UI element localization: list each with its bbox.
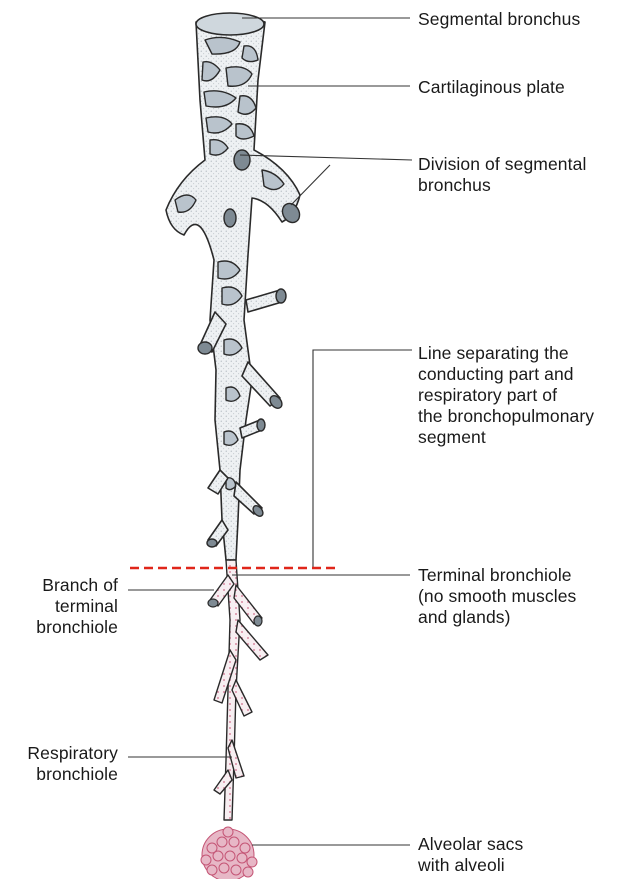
label-division-of-segmental-bronchus: Division of segmental bronchus [418,154,586,196]
bronchioles [210,560,268,820]
leader-lines [128,18,412,845]
trunk-top-opening [196,13,264,35]
label-cartilaginous-plate: Cartilaginous plate [418,77,565,98]
leader-division-2 [291,165,330,205]
bronchial-tree [166,13,303,879]
leader-separator [313,350,412,568]
alveolar-sacs-cluster [201,827,257,879]
label-terminal-bronchiole: Terminal bronchiole (no smooth muscles a… [418,565,576,628]
label-segmental-bronchus: Segmental bronchus [418,9,580,30]
label-branch-of-terminal-bronchiole: Branch of terminal bronchiole [0,575,118,638]
label-alveolar-sacs: Alveolar sacs with alveoli [418,834,523,876]
label-respiratory-bronchiole: Respiratory bronchiole [0,743,118,785]
label-separator-line: Line separating the conducting part and … [418,343,594,448]
